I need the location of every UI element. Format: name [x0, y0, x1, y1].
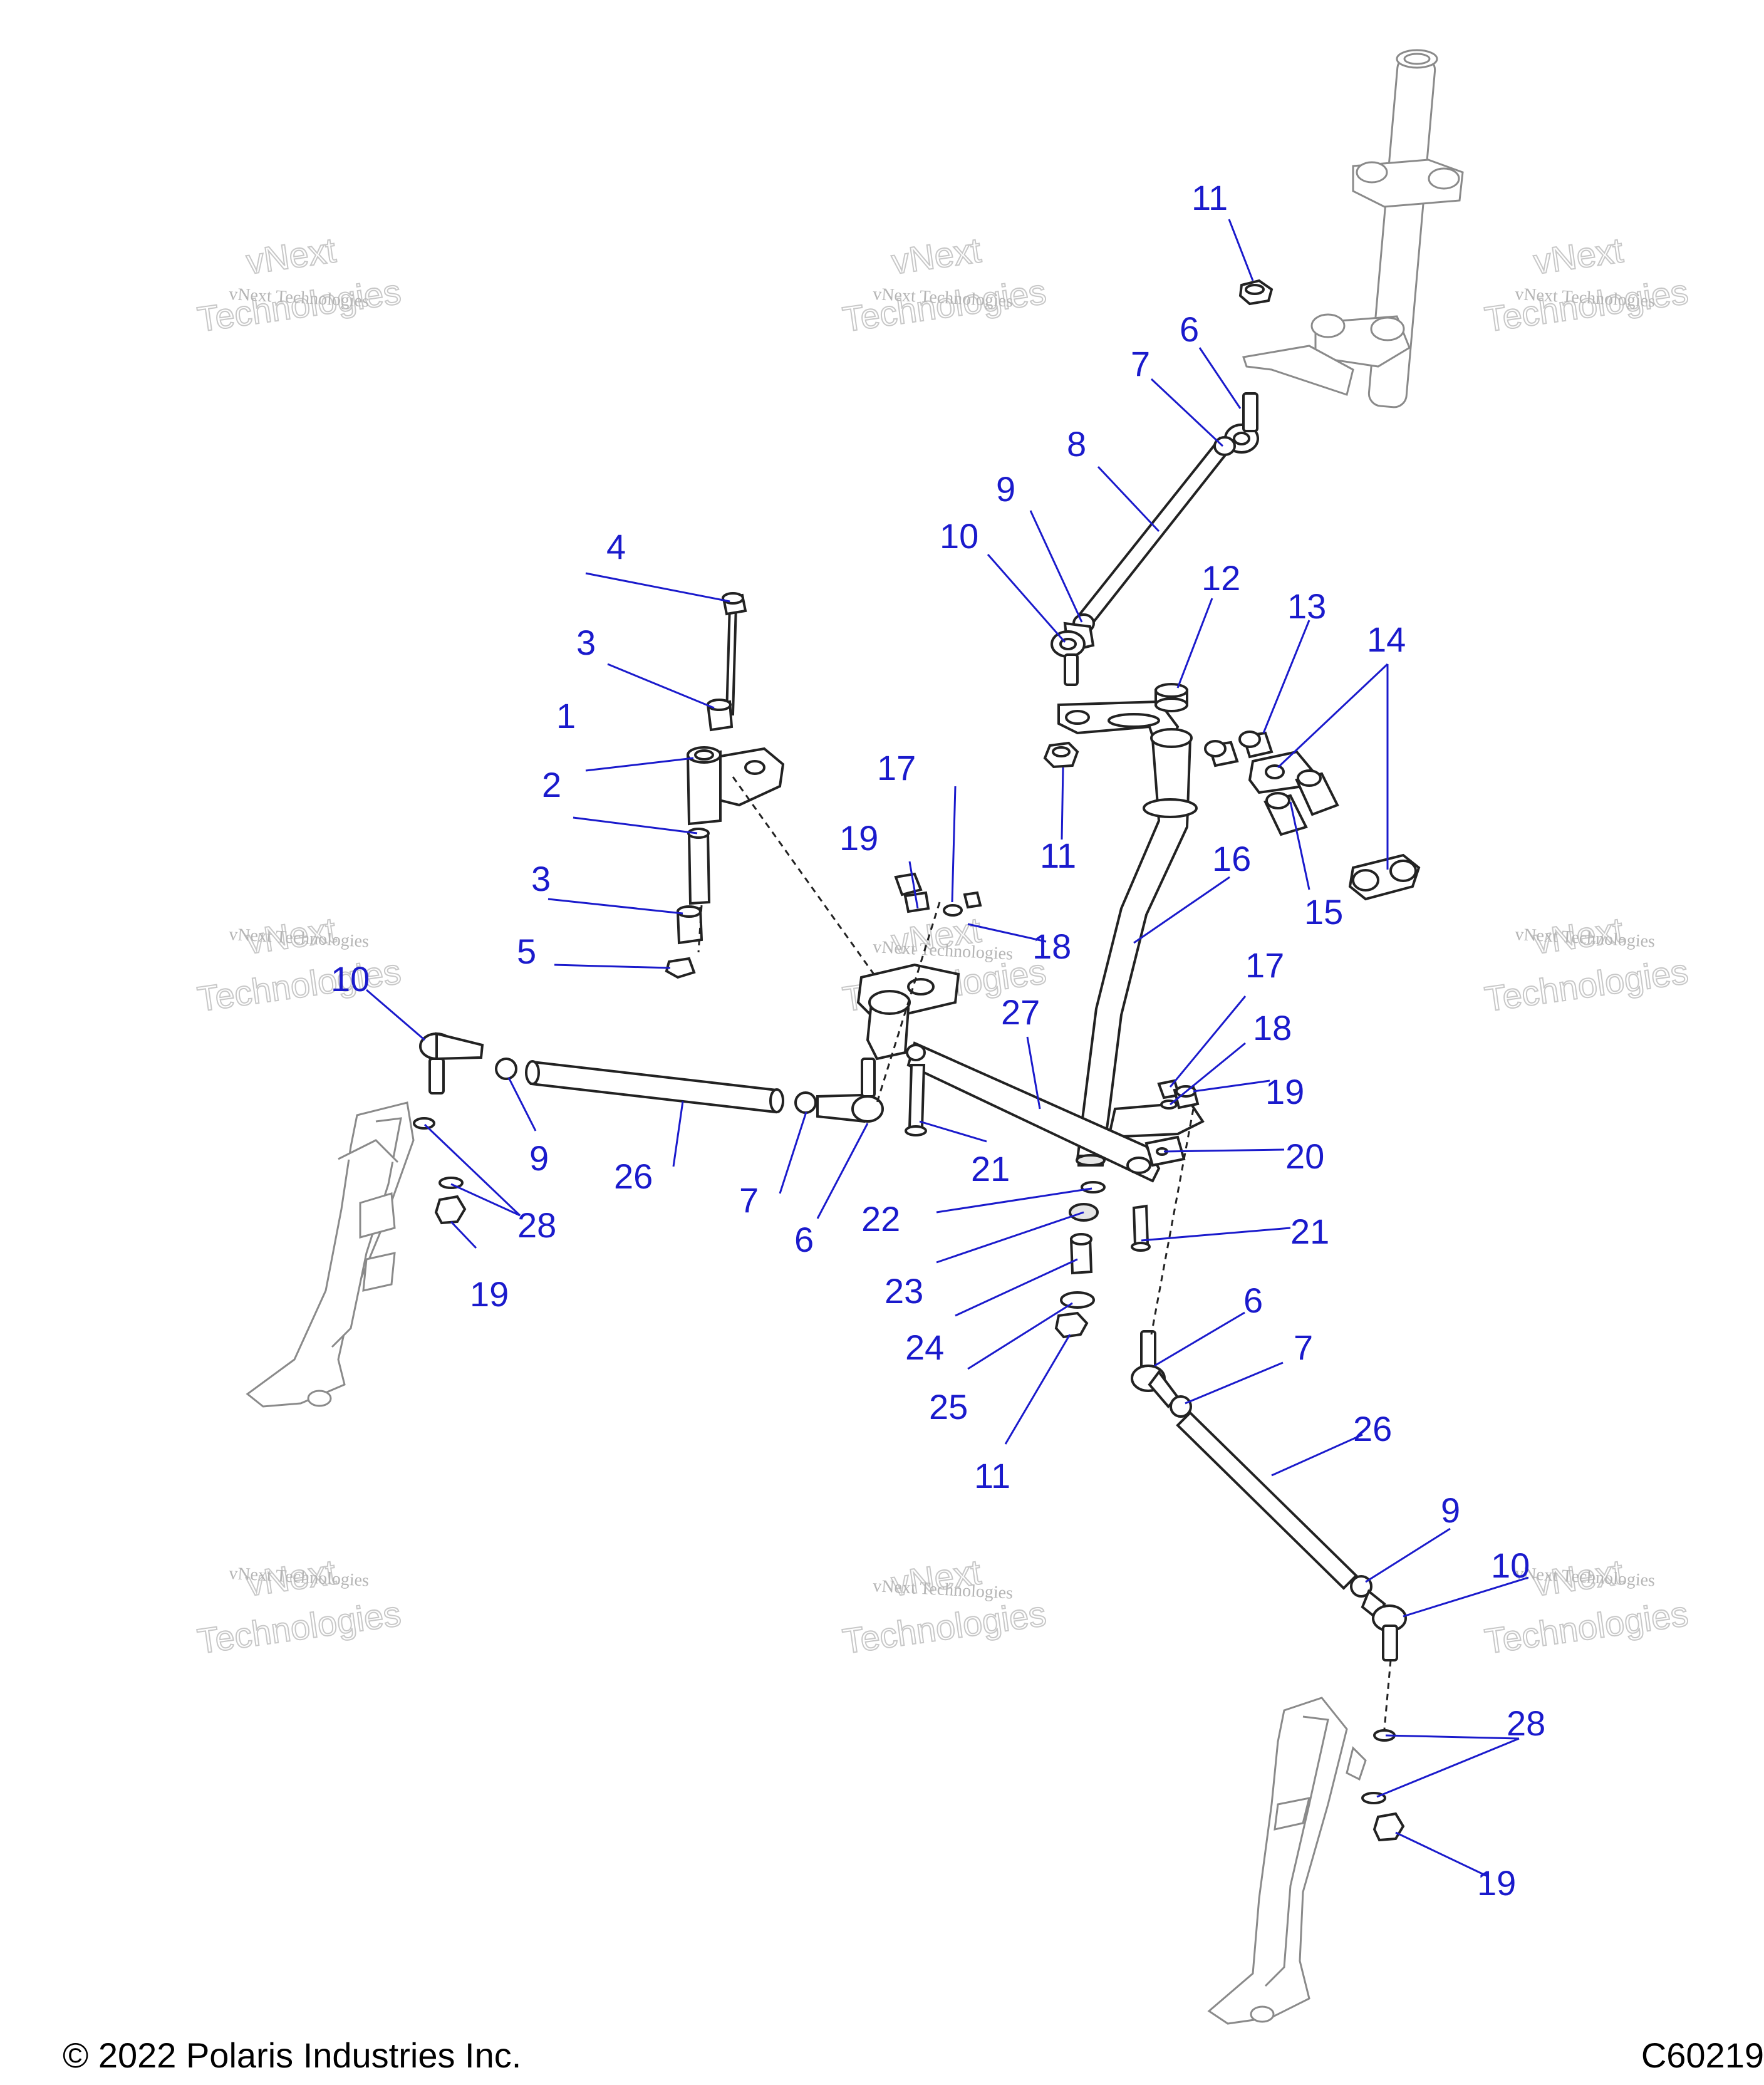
- callout-17: 17: [1245, 945, 1284, 985]
- callout-18: 18: [1253, 1008, 1292, 1048]
- watermark-logo-text: Technologies: [840, 1593, 1048, 1661]
- callout-10: 10: [1491, 1546, 1530, 1585]
- callout-10: 10: [940, 516, 978, 556]
- parts: [246, 49, 1464, 2025]
- callout-labels: 11 6 7 8 9 10 12 13 14 15 11 16 17 19 18…: [331, 178, 1545, 1903]
- watermark-logo-text: vNext: [1531, 230, 1626, 281]
- right-tie-rod: [1131, 1330, 1407, 1661]
- callout-19: 19: [1265, 1072, 1304, 1111]
- watermark: vNext Technologies: [194, 229, 403, 340]
- watermark: vNext Technologies: [1481, 229, 1691, 340]
- upper-steering-post: [1242, 49, 1464, 408]
- pivot-stack-left: [665, 592, 785, 979]
- plug-part-12: [1154, 683, 1188, 712]
- callout-14: 14: [1367, 620, 1406, 659]
- callout-11: 11: [1040, 836, 1076, 875]
- callout-7: 7: [1294, 1328, 1313, 1367]
- callout-19: 19: [470, 1274, 509, 1314]
- callout-11: 11: [1191, 178, 1228, 217]
- watermarks: vNext Technologies vNext Technologies vN…: [194, 229, 1691, 1661]
- right-hardware: [1054, 1079, 1200, 1339]
- watermark: vNext Technologies: [194, 909, 403, 1019]
- callout-22: 22: [861, 1199, 900, 1239]
- copyright-text: © 2022 Polaris Industries Inc.: [63, 2036, 522, 2075]
- right-knuckle: [1207, 1697, 1367, 2025]
- callout-5: 5: [517, 932, 536, 971]
- callout-7: 7: [739, 1180, 759, 1220]
- watermark: vNext Technologies: [839, 229, 1049, 340]
- watermark: vNext Technologies: [194, 1551, 403, 1661]
- callout-23: 23: [885, 1271, 923, 1311]
- callout-24: 24: [905, 1328, 944, 1367]
- callout-27: 27: [1001, 992, 1040, 1032]
- callout-6: 6: [794, 1220, 814, 1259]
- callout-12: 12: [1201, 558, 1240, 598]
- callout-8: 8: [1067, 424, 1086, 464]
- callout-16: 16: [1212, 839, 1251, 878]
- callout-4: 4: [606, 527, 626, 566]
- callout-15: 15: [1304, 892, 1343, 932]
- callout-21: 21: [1290, 1212, 1329, 1251]
- callout-18: 18: [1032, 927, 1071, 966]
- watermark-text: vNext Technologies: [873, 937, 1014, 964]
- callout-11: 11: [974, 1456, 1010, 1495]
- callout-28: 28: [517, 1205, 556, 1245]
- callout-21: 21: [971, 1149, 1010, 1188]
- callout-25: 25: [929, 1387, 968, 1427]
- callout-19: 19: [839, 818, 878, 858]
- watermark-logo-text: Technologies: [195, 1593, 403, 1661]
- watermark-logo-text: vNext: [889, 230, 983, 281]
- callout-2: 2: [542, 765, 561, 804]
- callout-7: 7: [1131, 344, 1150, 383]
- callout-13: 13: [1287, 586, 1326, 626]
- watermark-logo-text: vNext: [244, 230, 338, 281]
- upper-tie-rod: [1051, 392, 1259, 686]
- left-tie-rod: [419, 1032, 884, 1123]
- assembly-lines: [697, 776, 1392, 1730]
- diagram-id: C60219: [1641, 2036, 1764, 2075]
- watermark-logo-text: Technologies: [195, 951, 403, 1019]
- callout-1: 1: [556, 696, 576, 736]
- callout-9: 9: [996, 469, 1015, 509]
- callout-26: 26: [1353, 1409, 1392, 1448]
- callout-6: 6: [1180, 309, 1199, 349]
- bracket-assembly: [1204, 731, 1421, 901]
- watermark: vNext Technologies: [839, 1551, 1049, 1661]
- watermark: vNext Technologies: [1481, 909, 1691, 1019]
- right-knuckle-hardware: [1361, 1729, 1405, 1842]
- callout-17: 17: [877, 748, 916, 788]
- callout-3: 3: [531, 859, 551, 898]
- callout-9: 9: [1441, 1490, 1460, 1530]
- nut-part-11-top: [1238, 279, 1274, 306]
- callout-26: 26: [614, 1157, 653, 1196]
- callout-28: 28: [1507, 1703, 1545, 1743]
- center-pivot-link: [856, 872, 1161, 1183]
- left-knuckle-hardware: [413, 1117, 467, 1225]
- nut-part-11-mid: [1043, 741, 1079, 769]
- watermark-logo-text: Technologies: [1482, 1593, 1690, 1661]
- leader-lines: [366, 219, 1529, 1878]
- callout-19: 19: [1477, 1863, 1516, 1903]
- callout-6: 6: [1243, 1281, 1263, 1320]
- callout-9: 9: [529, 1138, 549, 1178]
- callout-20: 20: [1285, 1136, 1324, 1176]
- watermark-logo-text: Technologies: [1482, 951, 1690, 1019]
- callout-10: 10: [331, 959, 370, 999]
- left-knuckle: [246, 1101, 415, 1408]
- callout-3: 3: [576, 623, 596, 662]
